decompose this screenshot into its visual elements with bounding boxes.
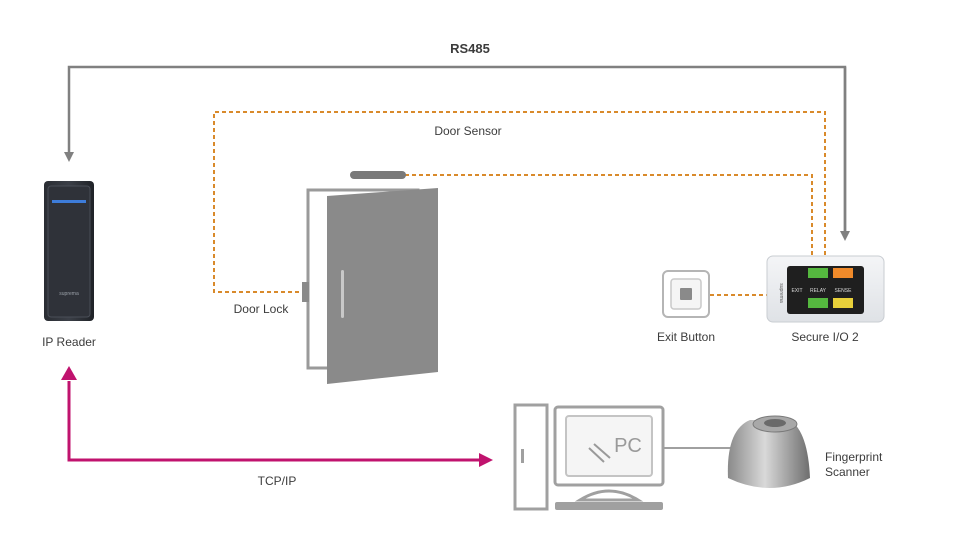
tcpip-connection <box>67 382 493 467</box>
io-relay-text: RELAY <box>810 288 827 294</box>
door-lock-label: Door Lock <box>234 302 290 316</box>
secure-io-label: Secure I/O 2 <box>791 330 859 344</box>
rs485-label: RS485 <box>450 41 490 56</box>
io-exit-text: EXIT <box>791 288 802 294</box>
tcpip-arrowhead-up <box>61 366 77 380</box>
pc-screen-text: PC <box>614 435 642 457</box>
door-sensor-label: Door Sensor <box>434 124 501 138</box>
fingerprint-label-line2: Scanner <box>825 465 870 479</box>
tcpip-label: TCP/IP <box>258 474 297 488</box>
io-brand-text: suprema <box>778 283 784 303</box>
io-sense-text: SENSE <box>835 288 853 294</box>
exit-button <box>662 270 710 318</box>
fingerprint-label-line1: Fingerprint <box>825 450 883 464</box>
exit-button-label: Exit Button <box>657 330 715 344</box>
fingerprint-scanner <box>727 415 810 488</box>
pc: PC <box>513 403 665 511</box>
ip-reader-label: IP Reader <box>42 335 96 349</box>
door <box>302 171 438 384</box>
rs485-connection <box>64 65 850 241</box>
reader-brand-text: suprema <box>59 291 79 297</box>
ip-reader: suprema <box>44 181 94 321</box>
door-sensor-connection <box>213 111 826 293</box>
door-sensor-wire <box>405 174 813 255</box>
secure-io-device: RELAY EXIT SENSE suprema <box>766 255 885 323</box>
